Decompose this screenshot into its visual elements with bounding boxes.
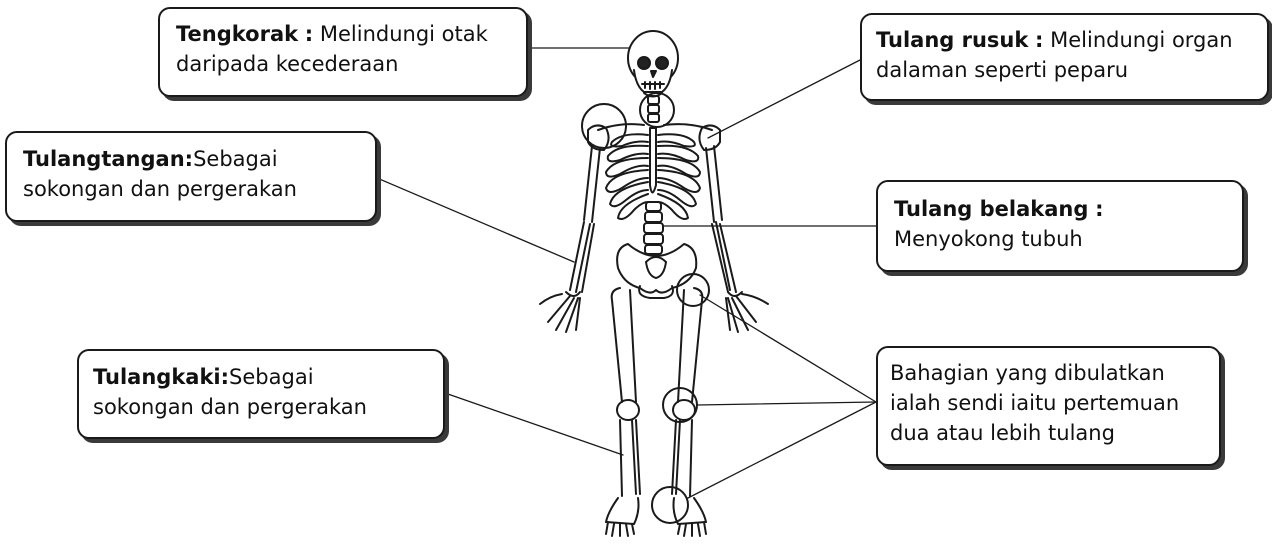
term-tengkorak: Tengkorak	[176, 22, 298, 46]
label-tulang-tangan: Tulangtangan:Sebagai sokongan dan perger…	[5, 131, 377, 222]
separator: :	[1035, 28, 1043, 52]
skull	[628, 31, 678, 97]
right-leg	[672, 288, 706, 536]
term-tulang-belakang: Tulang belakang	[894, 197, 1088, 221]
term-word2: tangan	[101, 147, 184, 171]
description-word: Sebagai	[229, 362, 313, 392]
description-line1: Melindungi otak	[320, 22, 488, 46]
separator: :	[1095, 197, 1103, 221]
description-line2: sokongan dan pergerakan	[23, 174, 363, 204]
separator: :	[221, 365, 229, 389]
separator: :	[185, 147, 193, 171]
label-tulang-kaki: Tulangkaki:Sebagai sokongan dan pergerak…	[77, 349, 445, 439]
separator: :	[305, 22, 313, 46]
term-word1: Tulang	[23, 147, 101, 171]
left-arm	[540, 146, 600, 332]
description-line2: Menyokong tubuh	[894, 224, 1230, 254]
term-tulang-rusuk: Tulang rusuk	[876, 28, 1028, 52]
sendi-line1: Bahagian yang dibulatkan	[890, 358, 1207, 388]
left-leg	[606, 288, 640, 536]
label-tulang-rusuk: Tulang rusuk : Melindungi organ dalaman …	[860, 13, 1269, 101]
sendi-line3: dua atau lebih tulang	[890, 418, 1207, 448]
description-line1: Melindungi organ	[1050, 28, 1232, 52]
label-sendi: Bahagian yang dibulatkan ialah sendi iai…	[876, 346, 1221, 466]
description-line2: daripada kecederaan	[176, 49, 512, 79]
term-word1: Tulang	[93, 365, 171, 389]
sendi-line2: ialah sendi iaitu pertemuan	[890, 388, 1207, 418]
term-word2: kaki	[171, 365, 220, 389]
neck-vertebrae	[640, 93, 674, 127]
description-line2: sokongan dan pergerakan	[93, 392, 431, 422]
spine	[644, 202, 663, 254]
description-word: Sebagai	[193, 144, 277, 174]
label-tengkorak: Tengkorak : Melindungi otak daripada kec…	[158, 7, 528, 97]
label-tulang-belakang: Tulang belakang : Menyokong tubuh	[876, 180, 1244, 272]
description-line2: dalaman seperti peparu	[876, 55, 1255, 85]
